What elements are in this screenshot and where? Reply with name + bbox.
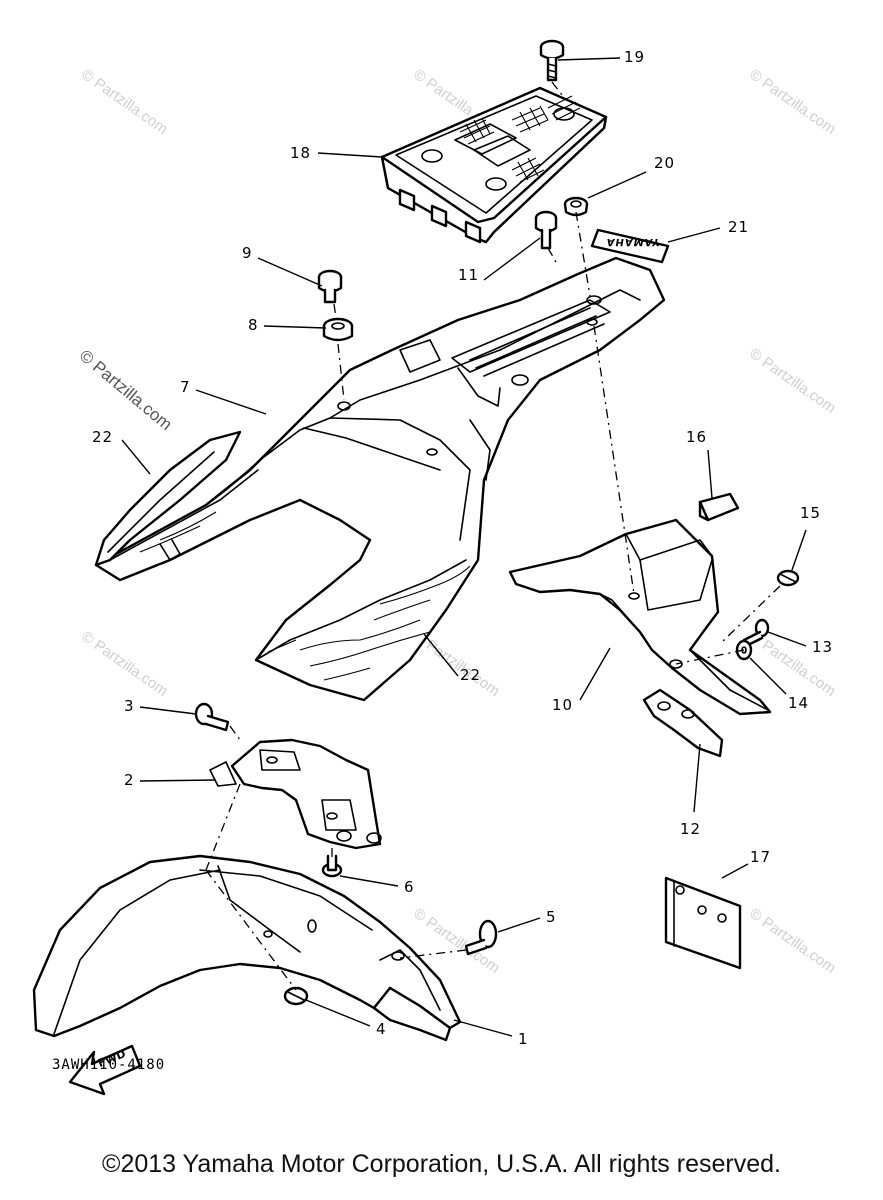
callout-4: 4	[376, 1020, 387, 1038]
copyright-notice: ©2013 Yamaha Motor Corporation, U.S.A. A…	[102, 1150, 781, 1178]
bracket-12	[642, 688, 724, 758]
plate-17	[664, 876, 742, 970]
callout-5: 5	[546, 908, 557, 926]
bolt-3	[194, 702, 230, 732]
collar-20	[563, 196, 589, 217]
callout-15: 15	[800, 504, 822, 522]
callout-3: 3	[124, 697, 135, 715]
callout-22: 22	[460, 666, 482, 684]
callout-18: 18	[290, 144, 312, 162]
decal-text: YAMAHA	[605, 236, 661, 247]
callout-19: 19	[624, 48, 646, 66]
taillight-bracket	[508, 518, 772, 716]
nut-15	[776, 569, 800, 587]
callout-9: 9	[242, 244, 253, 262]
callout-17: 17	[750, 848, 772, 866]
collar-8	[322, 317, 354, 342]
reflector-16	[698, 492, 740, 522]
callout-8: 8	[248, 316, 259, 334]
callout-7: 7	[180, 378, 191, 396]
front-fender-bracket	[209, 738, 382, 850]
front-fender	[32, 854, 462, 1042]
bolt-11	[534, 210, 558, 250]
callout-13: 13	[812, 638, 834, 656]
callout-1: 1	[518, 1030, 529, 1048]
callout-12: 12	[680, 820, 702, 838]
nut-4	[283, 986, 309, 1006]
leader-lines	[121, 57, 807, 1037]
callout-22: 22	[92, 428, 114, 446]
bolt-19	[539, 39, 565, 82]
callout-11: 11	[458, 266, 480, 284]
callout-10: 10	[552, 696, 574, 714]
bolt-9	[317, 269, 343, 304]
alignment-lines	[205, 81, 781, 991]
rear-carrier	[380, 86, 608, 244]
rear-fender	[94, 256, 666, 702]
diagram-code: 3AWH110-4180	[52, 1057, 166, 1073]
fwd-arrow-icon	[68, 1044, 142, 1096]
callout-21: 21	[728, 218, 750, 236]
bolt-6	[321, 854, 343, 878]
callout-14: 14	[788, 694, 810, 712]
callout-6: 6	[404, 878, 415, 896]
side-panel-22	[94, 430, 242, 567]
callout-20: 20	[654, 154, 676, 172]
grommet-5	[464, 919, 498, 956]
decal-21	[590, 228, 670, 264]
callout-16: 16	[686, 428, 708, 446]
callout-2: 2	[124, 771, 135, 789]
